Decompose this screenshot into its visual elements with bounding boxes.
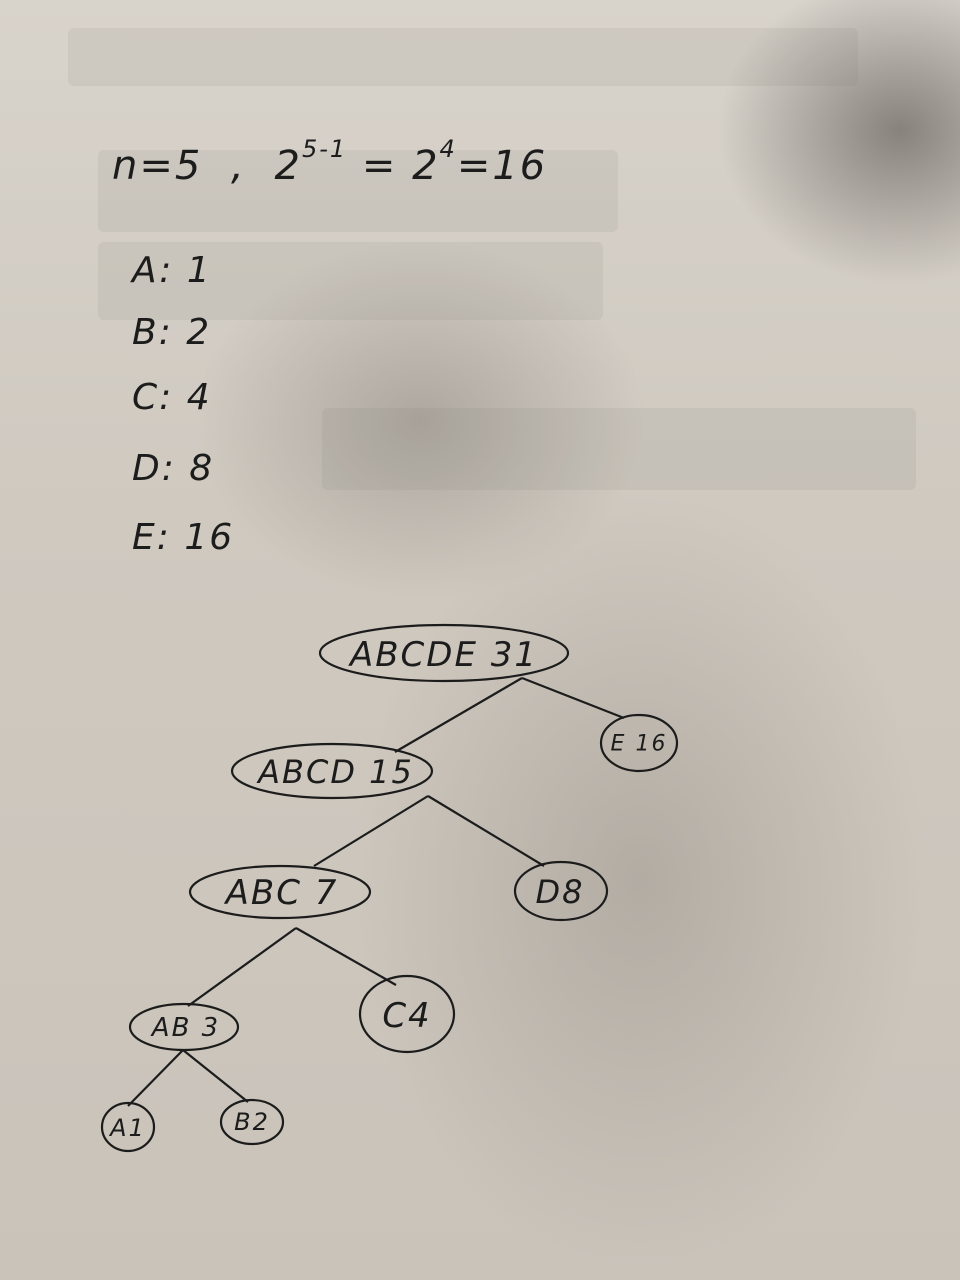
show-through-block [322,408,916,490]
node-ab-label: AB 3 [151,1013,221,1043]
formula-base-1: 2 [274,143,302,189]
edge-abc-ab [187,927,297,1007]
formula-line: n=5 , 25-1 = 24=16 [112,135,547,189]
edge-ab-b [182,1049,249,1103]
weight-a: A: 1 [132,250,212,291]
node-d-ellipse [513,860,609,922]
node-root-label: ABCDE 31 [349,635,539,675]
edge-abcd-abc [313,795,429,867]
node-c-ellipse [358,974,456,1054]
node-root-ellipse [318,623,570,683]
show-through-block [98,150,618,232]
edge-ab-a [127,1049,184,1107]
node-abc-label: ABC 7 [225,873,339,913]
formula-result: =16 [456,143,548,189]
formula-n: n=5 [112,143,203,189]
show-through-block [68,28,858,86]
edge-root-e [521,676,625,720]
node-c-label: C4 [382,996,432,1036]
weight-d: D: 8 [132,448,215,489]
node-e-label: E 16 [610,731,668,757]
edge-abc-c [295,927,397,986]
node-abc-ellipse [188,864,372,920]
node-d-label: D8 [535,873,585,911]
node-a-ellipse [100,1101,156,1153]
node-e-ellipse [599,713,679,773]
weight-c: C: 4 [132,377,212,418]
weight-b: B: 2 [132,312,212,353]
show-through-block [98,242,603,320]
node-abcd-label: ABCD 15 [258,753,414,791]
formula-base-2: 2 [412,143,440,189]
node-abcd-ellipse [230,742,434,800]
formula-exponent-2: 4 [439,135,457,163]
node-ab-ellipse [128,1002,240,1052]
node-b-label: B2 [234,1108,270,1136]
formula-separator: , [231,143,246,189]
node-b-ellipse [219,1098,285,1146]
node-a-label: A1 [110,1114,146,1142]
formula-equals: = [361,143,398,189]
edge-root-abcd [394,677,523,753]
edge-abcd-d [427,795,545,867]
formula-exponent-1: 5-1 [301,135,348,163]
weight-e: E: 16 [132,517,235,558]
